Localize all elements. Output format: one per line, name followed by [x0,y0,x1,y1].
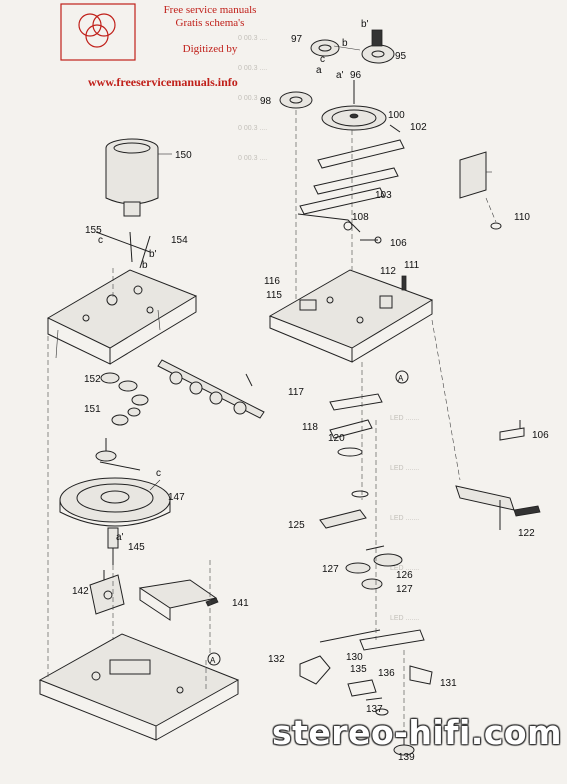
callout-127-right: 127 [396,584,413,595]
gear-100 [321,80,387,131]
gear-98 [279,91,313,109]
bracket-141 [138,579,219,621]
header-line-3: Digitized by [182,43,238,55]
callout-142: 142 [72,586,89,597]
callout-132: 132 [268,654,285,665]
callout-150: 150 [175,150,192,161]
motor-150 [105,138,172,217]
svg-text:LED .......: LED ....... [390,615,419,622]
callout-110: 110 [514,212,530,223]
callout-135: 135 [350,664,367,675]
callout-111: 111 [404,260,420,271]
callout-131: 131 [440,678,457,689]
svg-text:LED .......: LED ....... [390,415,419,422]
callout-97: 97 [291,34,303,45]
pin-106-upper [360,236,382,244]
callout-95: 95 [395,51,407,62]
callout-102: 102 [410,122,427,133]
callout-126: 126 [396,570,413,581]
callout-137: 137 [366,704,383,715]
watermark: stereo-hifi.com [272,713,562,752]
lever-118-120 [329,393,383,457]
base-chassis [38,633,240,741]
svg-text:LED .......: LED ....... [390,565,419,572]
pulleys-152-151 [100,372,149,426]
callout-127-left: 127 [322,564,339,575]
main-deck-plate [268,269,434,363]
callout-112: 112 [380,266,396,277]
callout-b-prime: b' [361,19,369,30]
slider-122 [455,485,541,530]
callout-c-left: c [98,235,103,246]
callout-147: 147 [168,492,185,503]
bracket-110 [459,151,502,230]
svg-text:0 00.3 ....: 0 00.3 .... [238,95,267,102]
callout-118: 118 [302,422,318,433]
header-line-2: Gratis schema's [175,17,245,29]
spring-and-gear [95,438,141,471]
gear-139 [393,730,415,756]
lever-130-132 [299,629,425,685]
callout-b-left: b [142,260,148,271]
callout-b: b [342,38,348,49]
callout-151: 151 [84,404,101,415]
bleed-through-text: 0 00.3 .... 0 00.3 .... 0 00.3 .... 0 00… [238,35,419,622]
svg-text:0 00.3 ....: 0 00.3 .... [238,125,267,132]
callout-122: 122 [518,528,535,539]
gears-126-127 [345,545,403,590]
svg-text:0 00.3 ....: 0 00.3 .... [238,65,267,72]
callout-96: 96 [350,70,362,81]
callout-a-prime-lower: a' [116,532,124,543]
callout-145: 145 [128,542,145,553]
callout-c: c [320,54,325,65]
callout-115: 115 [266,290,282,301]
callout-155: 155 [85,225,102,236]
callout-139: 139 [398,752,415,763]
part-131 [409,665,433,685]
callout-120: 120 [328,433,345,444]
header-line-1: Free service manuals [163,4,257,16]
callout-a: a [316,65,322,76]
bracket-106-lower [499,420,525,441]
callout-a-prime: a' [336,70,344,81]
callout-108: 108 [352,212,369,223]
callout-A-left: A [210,656,216,665]
levers-102-103 [299,124,405,215]
callout-103: 103 [375,190,392,201]
callout-b-prime-left: b' [149,249,157,260]
callout-136: 136 [378,668,395,679]
parts-135-137 [347,679,389,716]
bracket-125 [319,490,369,529]
callout-117: 117 [288,387,304,398]
callout-141: 141 [232,598,249,609]
linkage-154-155 [95,231,151,269]
callout-106-lower: 106 [532,430,549,441]
spindle-145 [107,527,119,565]
callout-152: 152 [84,374,101,385]
header-url[interactable]: www.freeservicemanuals.info [88,75,238,89]
upper-chassis-plate [46,269,198,365]
svg-text:0 00.3 ....: 0 00.3 .... [238,155,267,162]
arm-108 [297,213,361,233]
svg-text:LED .......: LED ....... [390,465,419,472]
callout-labels: 97 b b' 95 a c a' 96 98 100 102 150 103 … [72,19,549,763]
callout-116: 116 [264,276,280,287]
callout-106-upper: 106 [390,238,407,249]
callout-98: 98 [260,96,272,107]
bracket-142 [89,570,125,615]
callout-c-platter: c [156,468,161,479]
logo-three-circles-icon [60,3,136,61]
svg-text:LED .......: LED ....... [390,515,419,522]
svg-text:0 00.3 ....: 0 00.3 .... [238,35,267,42]
callout-130: 130 [346,652,363,663]
gear-97-95 [310,29,395,64]
platter-147 [59,477,171,527]
callout-100: 100 [388,110,405,121]
shaft-117 [157,359,265,419]
callout-154: 154 [171,235,188,246]
callout-A-right: A [398,374,404,383]
callout-125: 125 [288,520,305,531]
